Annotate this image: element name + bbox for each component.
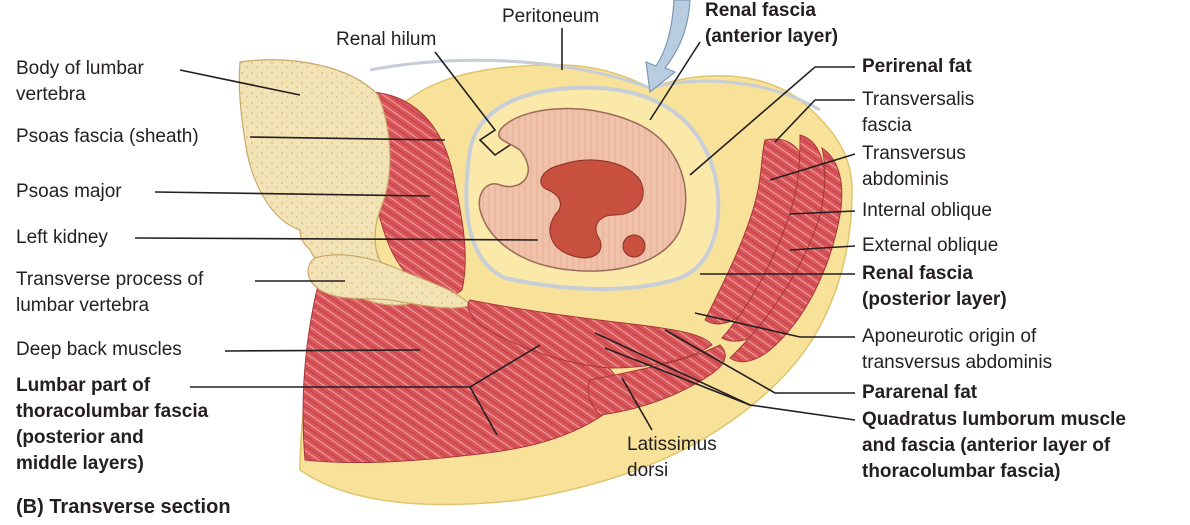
label-external-oblique: External oblique	[862, 235, 999, 256]
renal-pyramid-shape	[622, 234, 646, 258]
leader-external-oblique	[789, 245, 856, 251]
leader-transversalis-fascia	[774, 99, 855, 143]
renal-sinus-shape	[540, 159, 644, 259]
figure-caption: (B) Transverse section	[16, 496, 231, 518]
leader-perirenal-fat	[689, 66, 855, 176]
leader-renal-fascia-anterior	[649, 41, 701, 121]
label-psoas-fascia: Psoas fascia (sheath)	[16, 126, 199, 147]
label-transverse-process: Transverse process of lumbar vertebra	[16, 269, 204, 316]
external-oblique-shape	[729, 146, 843, 363]
leader-latissimus-dorsi	[621, 377, 653, 431]
vertebra-body-shape	[238, 59, 424, 306]
leader-pararenal-fat	[664, 329, 855, 394]
leader-body-lumbar-vertebra	[179, 69, 301, 96]
label-pararenal-fat: Pararenal fat	[862, 382, 978, 403]
label-internal-oblique: Internal oblique	[862, 200, 992, 221]
leader-deep-back-muscles	[224, 349, 421, 352]
label-renal-fascia-anterior: Renal fascia (anterior layer)	[705, 0, 839, 47]
label-renal-hilum: Renal hilum	[336, 29, 437, 50]
latissimus-dorsi-shape	[587, 344, 726, 416]
label-body-lumbar-vertebra: Body of lumbar vertebra	[16, 58, 144, 105]
leader-lumbar-part-2	[469, 386, 498, 436]
label-transversus-abdominis: Transversus abdominis	[862, 143, 966, 190]
leader-renal-hilum	[434, 51, 511, 157]
transverse-process-shape	[307, 254, 471, 309]
leader-psoas-major	[154, 191, 431, 197]
leader-internal-oblique	[789, 210, 856, 215]
label-psoas-major: Psoas major	[16, 181, 122, 202]
label-lumbar-part-thoracolumbar-fascia: Lumbar part of thoracolumbar fascia (pos…	[16, 375, 209, 474]
leader-aponeurotic-origin	[694, 312, 855, 338]
leader-psoas-fascia	[249, 136, 446, 141]
leader-transversus-abdominis	[769, 153, 856, 181]
direction-arrow	[645, 0, 691, 94]
leader-lines	[134, 28, 856, 436]
label-transversalis-fascia: Transversalis fascia	[862, 89, 975, 136]
leader-left-kidney	[134, 237, 539, 241]
peritoneum-line	[369, 58, 821, 112]
label-aponeurotic-origin: Aponeurotic origin of transversus abdomi…	[862, 326, 1053, 373]
label-renal-fascia-posterior: Renal fascia (posterior layer)	[862, 263, 1007, 310]
label-latissimus-dorsi: Latissimus dorsi	[627, 434, 717, 481]
label-deep-back-muscles: Deep back muscles	[16, 339, 182, 360]
label-left-kidney: Left kidney	[16, 227, 108, 248]
leader-quadratus-2	[604, 347, 751, 406]
label-quadratus-lumborum: Quadratus lumborum muscle and fascia (an…	[862, 409, 1126, 482]
quadratus-lumborum-shape	[467, 299, 713, 369]
label-perirenal-fat: Perirenal fat	[862, 56, 972, 77]
label-peritoneum: Peritoneum	[502, 6, 600, 27]
